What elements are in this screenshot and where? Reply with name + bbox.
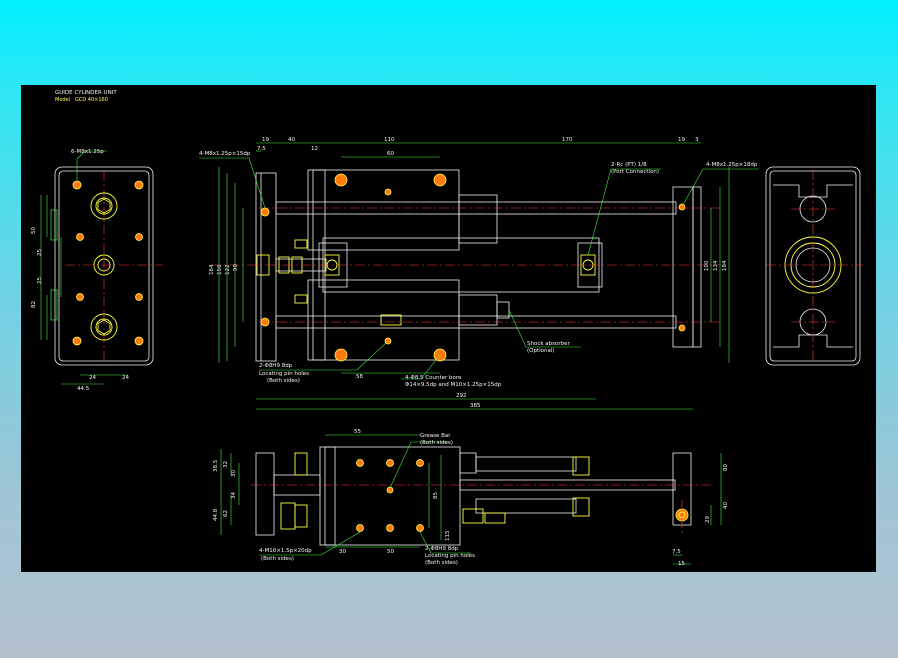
top-left-plate — [255, 172, 277, 362]
dim-top-184: 184 — [722, 260, 728, 271]
dim-side-32: 32 — [223, 461, 229, 468]
dim-side-15: 15 — [678, 561, 685, 567]
dim-top-90: 90 — [233, 264, 239, 271]
front-hole — [134, 180, 144, 190]
dim-side-30b: 30 — [339, 549, 346, 555]
dim-front-44-5: 44.5 — [77, 386, 90, 392]
dim-side-85: 85 — [433, 492, 439, 499]
callout-absorber: Shock absorber — [527, 341, 571, 347]
drawing-canvas: GUIDE CYLINDER UNIT Model GCD 40×160 — [31, 90, 863, 567]
dim-side-50: 50 — [387, 549, 394, 555]
dim-side-7-5: 7.5 — [672, 549, 681, 555]
end-body-outline — [765, 166, 861, 366]
top-view: 19 7.5 40 12 110 60 170 19 3 164 150 122… — [199, 137, 759, 410]
side-view: 55 38.5 32 30 44.8 62 34 85 115 30 50 80… — [213, 429, 729, 567]
dim-top-7-5a: 7.5 — [257, 146, 266, 152]
dim-side-34: 34 — [231, 492, 237, 499]
dim-top-19b: 19 — [678, 137, 685, 143]
front-hole — [76, 293, 84, 301]
front-bolt-upper — [90, 192, 118, 220]
callout-grease-note: (Both sides) — [420, 440, 453, 446]
dim-top-3: 3 — [695, 137, 699, 143]
dim-front-24a: 24 — [89, 375, 96, 381]
front-view: 50 25 25 82 24 24 44.5 6-M8x1.25p — [31, 149, 163, 392]
dim-top-58: 58 — [356, 374, 363, 380]
drawing-title: GUIDE CYLINDER UNIT — [55, 90, 117, 96]
front-hole — [135, 293, 143, 301]
dim-side-40: 40 — [723, 502, 729, 509]
callout-front-holes: 6-M8x1.25p — [71, 149, 104, 155]
callout-port-note: (Port Connection) — [611, 169, 659, 175]
callout-mount-holes-top: 4-Φ8.5 Counter bore — [405, 375, 462, 381]
callout-mount-holes-top-2: Φ14×9.5dp and M10×1.25p×15dp — [405, 382, 502, 388]
front-hole — [72, 180, 82, 190]
callout-grease: Grease Bar — [420, 433, 451, 439]
dim-front-24b: 24 — [122, 375, 129, 381]
dim-top-385: 385 — [470, 403, 481, 409]
dim-top-60: 60 — [387, 151, 394, 157]
dim-top-122: 122 — [225, 265, 231, 276]
front-hole — [135, 233, 143, 241]
dim-side-44-8: 44.8 — [213, 508, 219, 521]
dim-side-55: 55 — [354, 429, 361, 435]
callout-port: 2-Rc (PT) 1/8 — [611, 162, 647, 168]
dim-side-29: 29 — [705, 516, 711, 523]
dim-top-19a: 19 — [262, 137, 269, 143]
dim-top-170: 170 — [562, 137, 573, 143]
callout-pin-hole-side-sub: (Both sides) — [425, 560, 458, 566]
dim-front-82: 82 — [31, 301, 37, 308]
dim-side-30: 30 — [231, 470, 237, 477]
dim-side-80: 80 — [723, 464, 729, 471]
dim-top-150: 150 — [217, 264, 223, 275]
dim-front-50: 50 — [31, 227, 37, 234]
front-bolt-lower — [90, 313, 118, 341]
end-view — [765, 166, 863, 366]
callout-top-left-holes: 4-M8x1.25p×15dp — [199, 151, 251, 157]
side-left-plate — [255, 452, 275, 536]
cad-drawing-viewport[interactable]: GUIDE CYLINDER UNIT Model GCD 40×160 — [21, 85, 876, 572]
dim-side-38-5: 38.5 — [213, 459, 219, 472]
front-hole — [76, 233, 84, 241]
dim-top-134: 134 — [713, 260, 719, 271]
dim-side-62: 62 — [223, 510, 229, 517]
callout-top-right-holes: 4-M8x1.25p×18dp — [706, 162, 758, 168]
front-rod-center — [93, 254, 115, 276]
dim-top-110: 110 — [384, 137, 395, 143]
dim-top-100: 100 — [704, 260, 710, 271]
dim-top-292: 292 — [456, 393, 467, 399]
callout-pin-hole-top-sub: (Both sides) — [267, 378, 300, 384]
dim-top-164: 164 — [209, 264, 215, 275]
dim-top-40: 40 — [288, 137, 295, 143]
callout-mount-holes-side: 4-M10×1.5p×20dp — [259, 548, 312, 554]
callout-mount-holes-side-note: (Both sides) — [261, 556, 294, 562]
front-hole — [134, 336, 144, 346]
dim-top-12: 12 — [311, 146, 318, 152]
dim-front-25a: 25 — [37, 249, 43, 256]
model-number: GCD 40×160 — [75, 97, 108, 103]
front-body-outline — [54, 166, 154, 366]
callout-pin-hole-side-note: Locating pin holes — [425, 553, 475, 559]
callout-pin-hole-side: 2-Φ8H9 8dp — [425, 546, 459, 552]
model-label: Model — [55, 97, 70, 103]
front-hole — [72, 336, 82, 346]
side-body — [319, 446, 461, 546]
dim-side-115: 115 — [445, 530, 451, 541]
dim-front-25b: 25 — [37, 277, 43, 284]
callout-absorber-note: (Optional) — [527, 348, 555, 354]
callout-pin-hole-top-note: Locating pin holes — [259, 371, 309, 377]
callout-pin-hole-top: 2-Φ8H9 8dp — [259, 363, 293, 369]
